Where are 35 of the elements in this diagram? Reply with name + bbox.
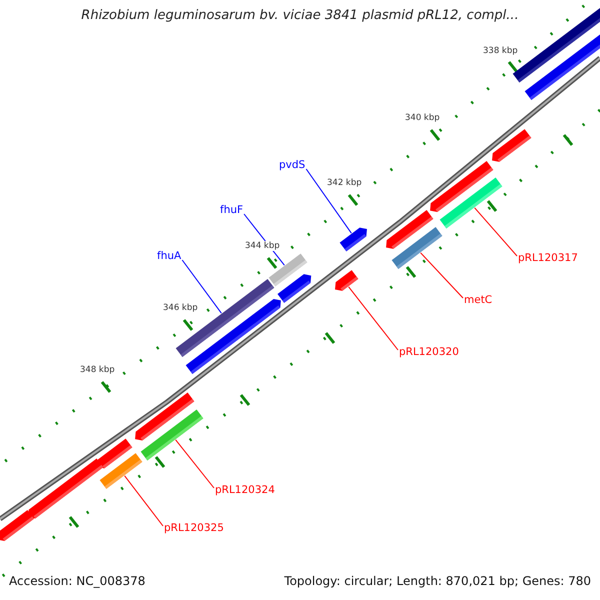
gene-bar xyxy=(430,161,494,212)
leader-line xyxy=(175,439,214,488)
leader-line xyxy=(474,207,518,256)
leader-line xyxy=(124,475,164,526)
leader-line xyxy=(348,286,398,350)
scale-label: 342 kbp xyxy=(326,178,363,188)
gene-bar xyxy=(524,34,600,100)
scale-label: 338 kbp xyxy=(482,46,519,56)
gene-bar xyxy=(340,228,367,252)
gene-label: pRL120320 xyxy=(399,346,459,358)
gene-bar xyxy=(386,210,434,249)
leader-line xyxy=(420,252,464,298)
leader-line xyxy=(306,168,352,234)
gene-bar xyxy=(97,438,132,468)
accession-text: Accession: NC_008378 xyxy=(9,574,146,588)
genome-info-text: Topology: circular; Length: 870,021 bp; Genes: 780 xyxy=(284,574,591,588)
gene-bar xyxy=(135,392,194,440)
scale-label: 348 kbp xyxy=(79,365,116,375)
scale-label: 346 kbp xyxy=(162,303,199,313)
gene-label: fhuF xyxy=(220,204,244,216)
scale-label: 344 kbp xyxy=(244,241,281,251)
gene-label: pvdS xyxy=(279,159,306,171)
title: Rhizobium leguminosarum bv. viciae 3841 plasmid pRL12, compl... xyxy=(80,8,520,23)
gene-label: fhuA xyxy=(157,250,182,262)
gene-bar xyxy=(278,274,312,303)
gene-bar xyxy=(28,458,104,518)
gene-bar xyxy=(492,129,532,162)
gene-label: pRL120324 xyxy=(215,484,275,496)
scale-label: 340 kbp xyxy=(404,113,441,123)
gene-bar xyxy=(0,510,34,542)
gene-label: metC xyxy=(464,294,492,306)
gene-label: pRL120317 xyxy=(518,252,578,264)
gene-bar xyxy=(335,270,358,291)
leader-line xyxy=(182,260,222,314)
gene-label: pRL120325 xyxy=(164,522,224,534)
